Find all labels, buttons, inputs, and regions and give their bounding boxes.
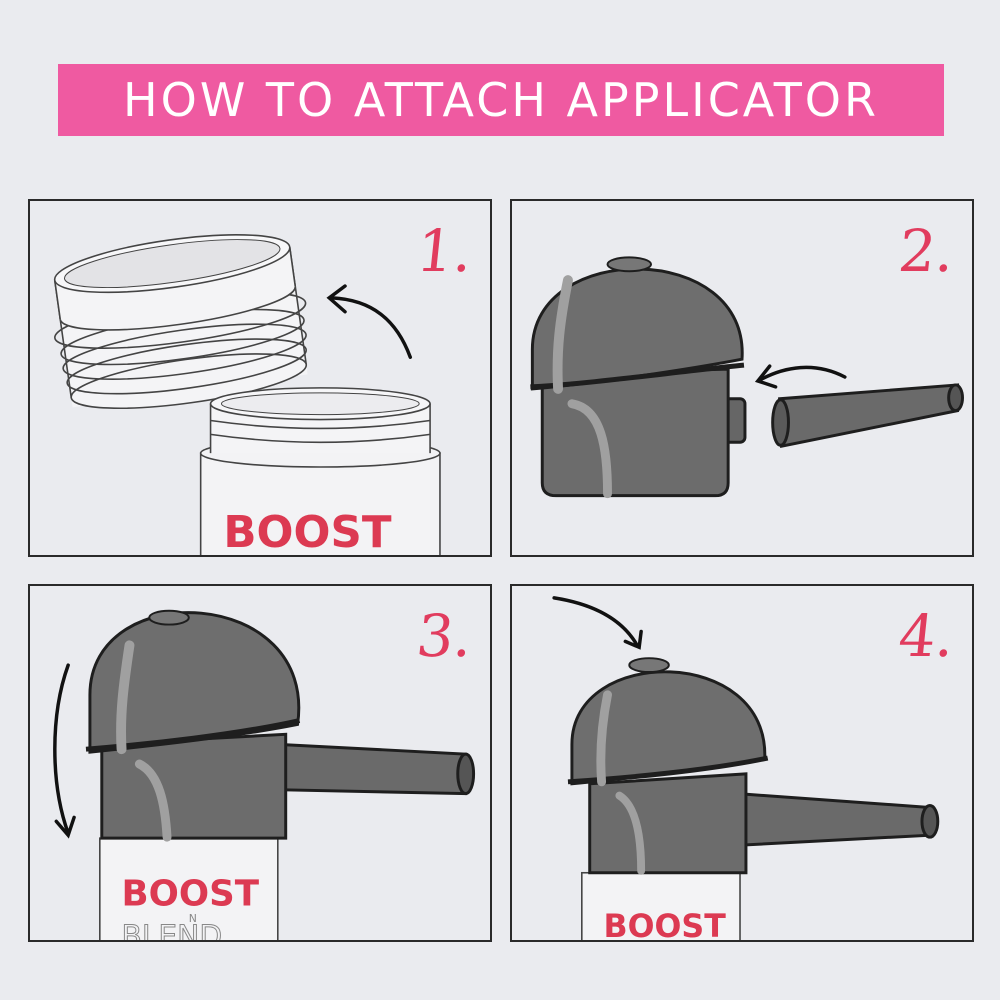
applicator-dome-icon: [85, 609, 476, 842]
step-number-1: 1.: [413, 217, 476, 285]
applicator-dome-icon: [530, 256, 747, 499]
bottle-icon: [199, 387, 441, 555]
step-2-illustration: [530, 256, 964, 499]
sub-brand-n: N: [189, 912, 197, 925]
step-panel-1: BOOST 1.: [28, 199, 492, 557]
shaker-lid-icon: [53, 234, 308, 410]
step-number-3: 3.: [413, 602, 476, 670]
down-arrow-icon: [552, 596, 643, 650]
bottle-icon: [99, 837, 279, 940]
step-panel-4: BOOST 4.: [510, 584, 974, 942]
nozzle-tube-icon: [771, 383, 964, 449]
rotate-arrow-icon: [53, 663, 76, 839]
step-panel-3: BOOST N BLEND 3.: [28, 584, 492, 942]
step-3-illustration: BOOST N BLEND: [53, 609, 476, 940]
step-number-2: 2.: [895, 217, 958, 285]
curved-arrow-icon: [326, 284, 413, 359]
sub-brand-label: BLEND: [122, 918, 223, 940]
step-panel-2: 2.: [510, 199, 974, 557]
step-number-4: 4.: [895, 602, 958, 670]
step-1-illustration: BOOST: [53, 234, 441, 555]
brand-label: BOOST: [223, 508, 391, 555]
curved-arrow-icon: [754, 364, 847, 389]
step-4-illustration: BOOST: [552, 596, 940, 940]
brand-label: BOOST: [604, 909, 727, 940]
title-banner: HOW TO ATTACH APPLICATOR: [58, 64, 944, 136]
page-title: HOW TO ATTACH APPLICATOR: [123, 73, 879, 127]
brand-label: BOOST: [122, 873, 260, 914]
applicator-dome-icon: [567, 657, 940, 875]
